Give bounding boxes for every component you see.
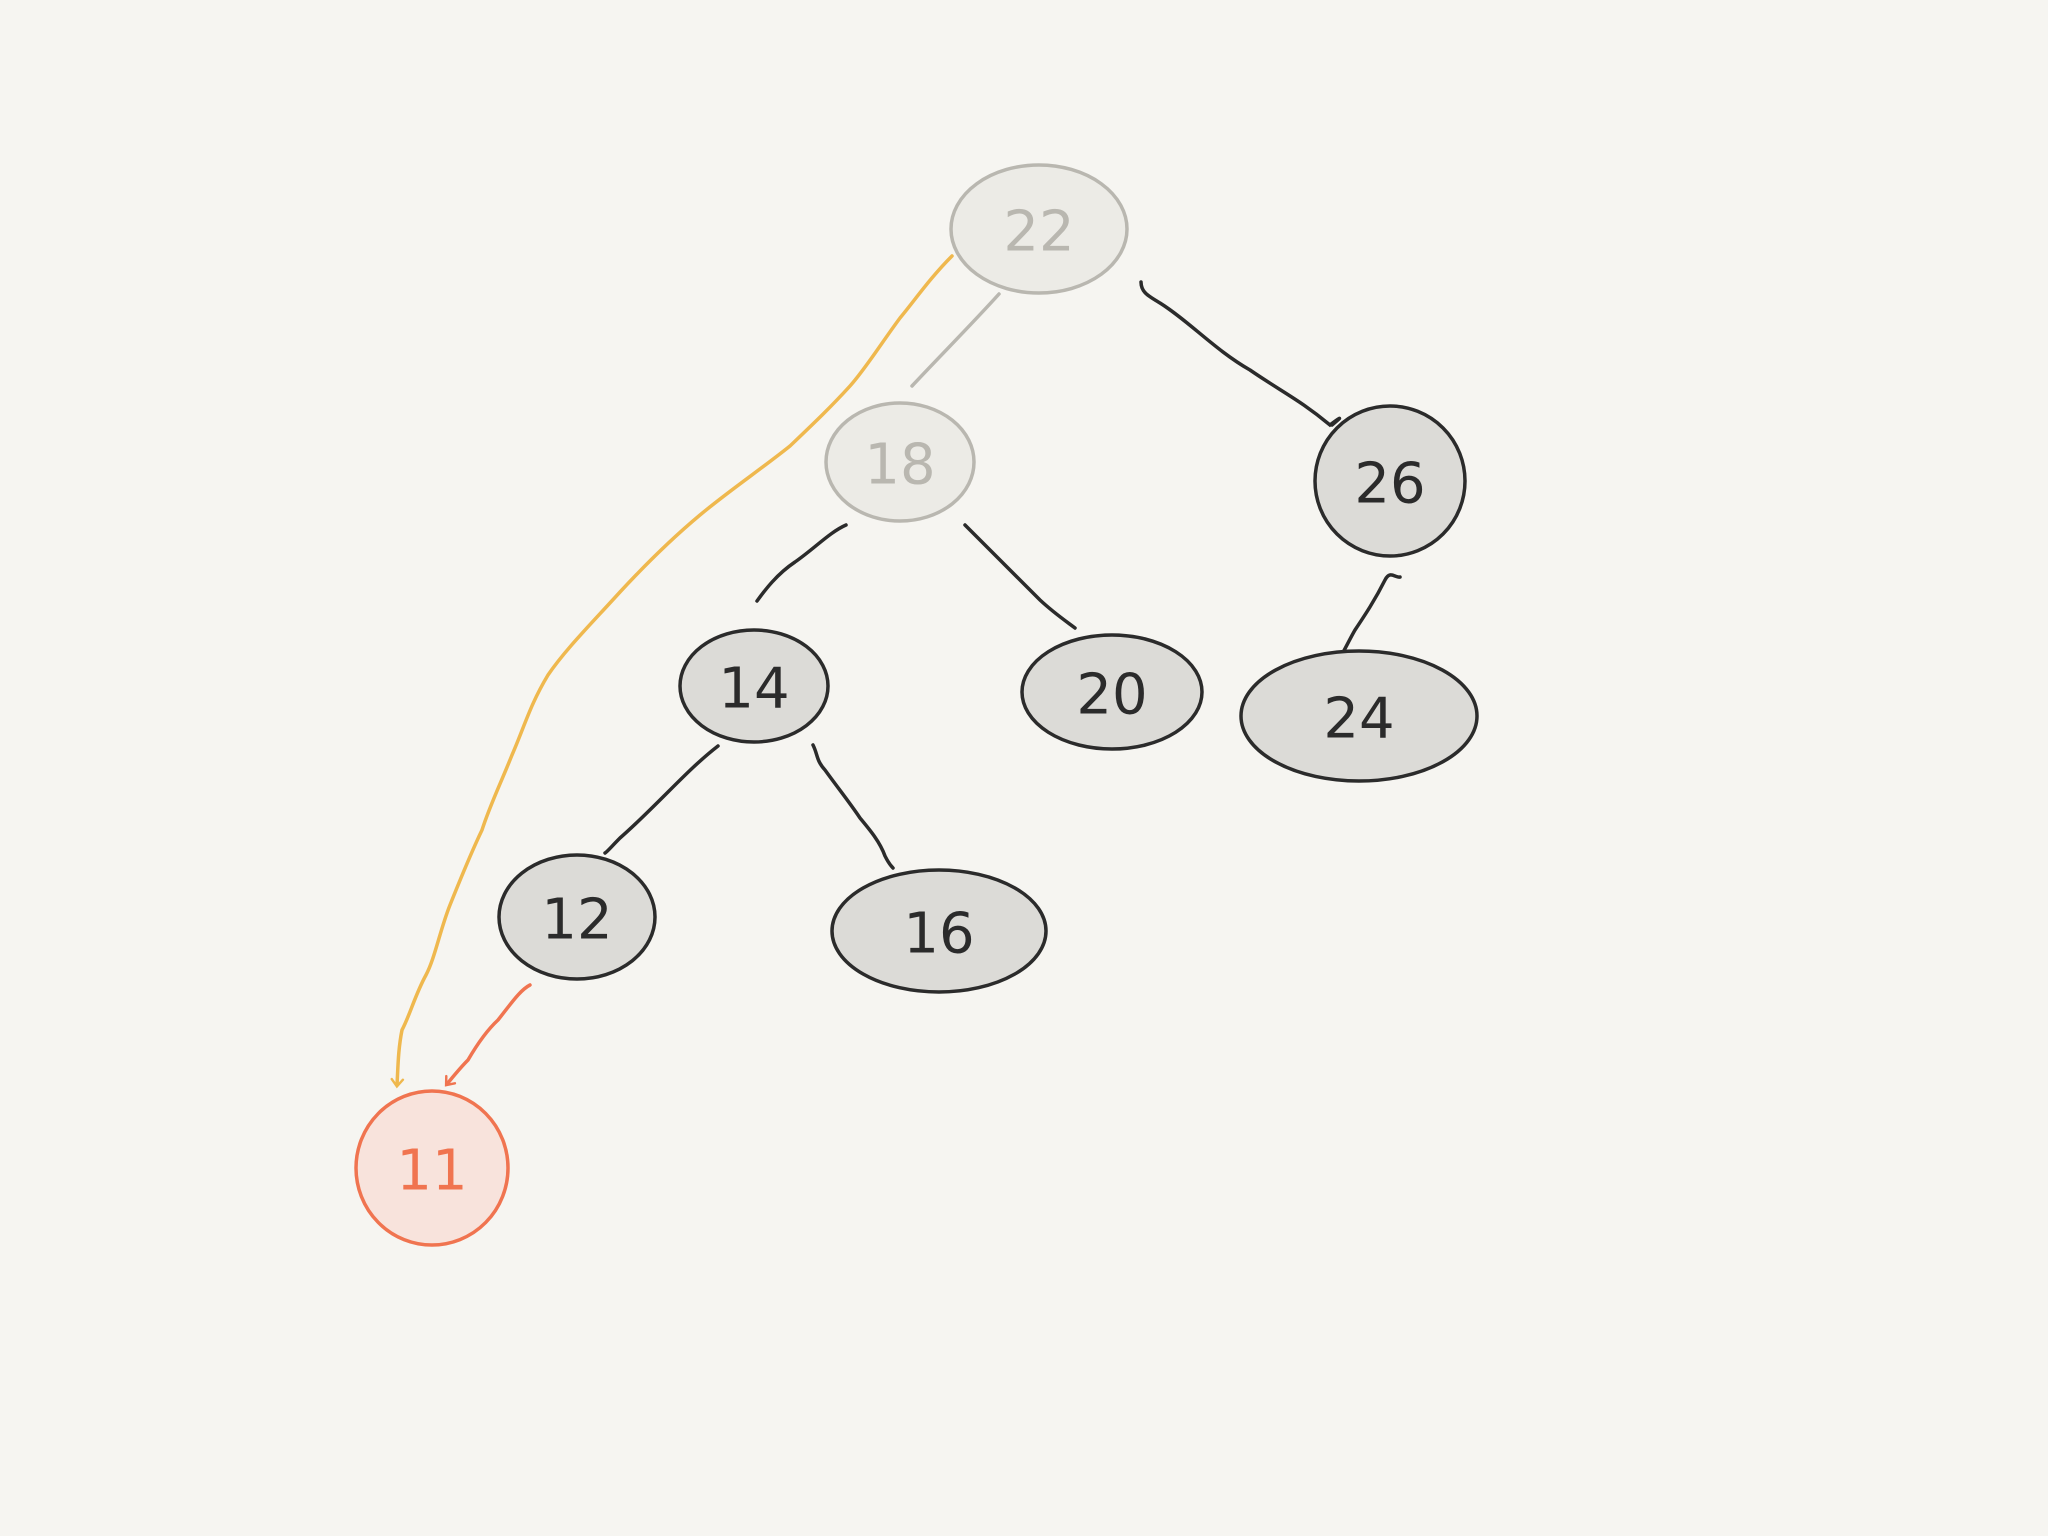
node-11: 11 (354, 1089, 510, 1247)
edge-14-12 (603, 744, 720, 855)
insert-link-arrow (444, 983, 532, 1087)
node-18-label: 18 (864, 433, 935, 498)
edge-18-14 (755, 523, 848, 603)
search-path-arrow (390, 254, 954, 1089)
node-26-label: 26 (1354, 452, 1425, 517)
edges-layer (603, 280, 1402, 870)
node-14-shape (678, 628, 830, 744)
edge-14-16 (811, 743, 895, 870)
node-12: 12 (497, 853, 657, 981)
node-26: 26 (1313, 404, 1467, 558)
node-14-label: 14 (718, 657, 789, 722)
edge-18-20 (963, 523, 1077, 630)
edge-22-18 (910, 292, 1001, 388)
node-20: 20 (1020, 633, 1204, 751)
node-26-shape (1313, 404, 1467, 558)
node-11-label: 11 (396, 1139, 467, 1204)
node-22: 22 (949, 163, 1129, 295)
node-24-label: 24 (1323, 687, 1394, 752)
node-24: 24 (1239, 649, 1479, 783)
node-22-label: 22 (1003, 200, 1074, 265)
node-16-label: 16 (903, 902, 974, 967)
node-14: 14 (678, 628, 830, 744)
node-11-shape (354, 1089, 510, 1247)
nodes-layer: 22 18 26 14 20 24 (354, 163, 1479, 1247)
node-16-shape (830, 868, 1048, 994)
node-20-label: 20 (1076, 663, 1147, 728)
node-24-shape (1239, 649, 1479, 783)
node-16: 16 (830, 868, 1048, 994)
node-22-shape (949, 163, 1129, 295)
node-18: 18 (824, 401, 976, 523)
node-18-shape (824, 401, 976, 523)
node-12-label: 12 (541, 888, 612, 953)
edge-22-26 (1139, 280, 1342, 428)
node-20-shape (1020, 633, 1204, 751)
node-12-shape (497, 853, 657, 981)
arrows-layer (390, 254, 954, 1089)
